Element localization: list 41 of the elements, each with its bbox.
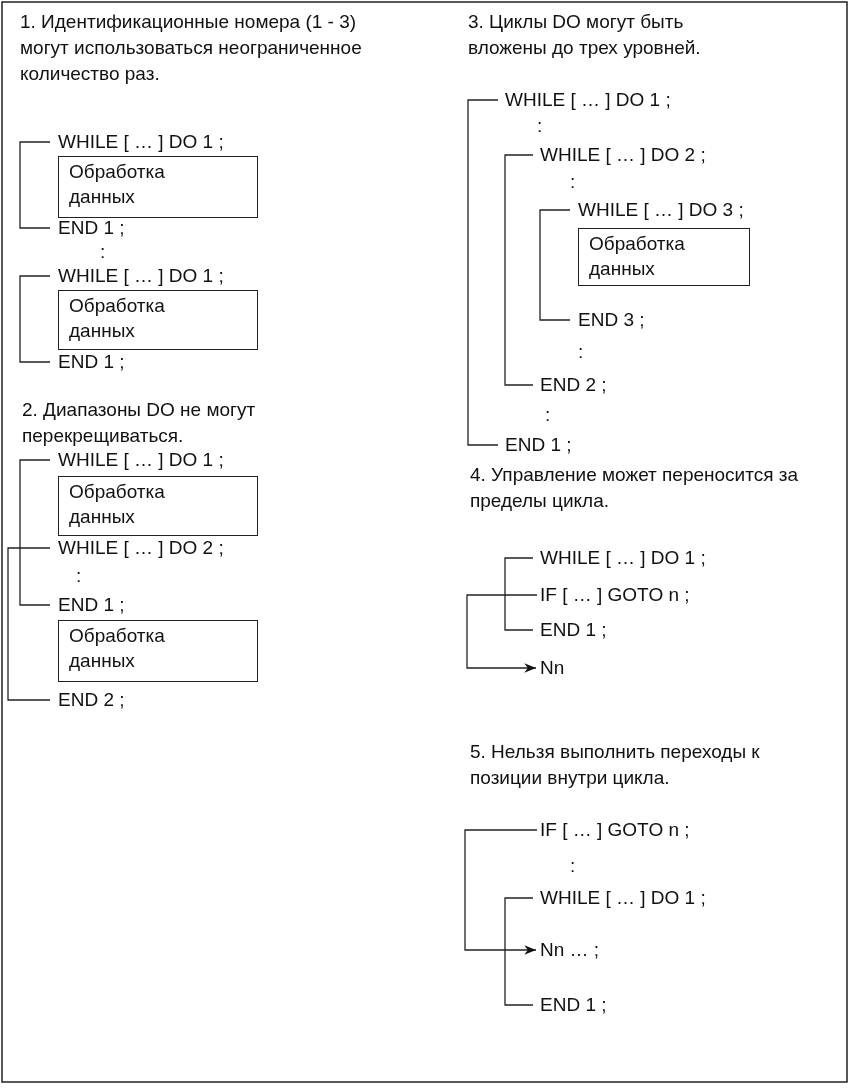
code-line: WHILE [ … ] DO 1 ; xyxy=(58,264,224,288)
code-line: END 2 ; xyxy=(540,373,607,397)
code-line: IF [ … ] GOTO n ; xyxy=(540,582,690,608)
rule-heading: 2. Диапазоны DO не могут перекрещиваться. xyxy=(22,398,257,448)
arrow xyxy=(464,829,538,955)
code-line: END 1 ; xyxy=(58,216,125,240)
code-line: WHILE [ … ] DO 1 ; xyxy=(505,88,671,112)
continuation-colon: : xyxy=(570,854,576,878)
code-line: END 1 ; xyxy=(58,593,125,617)
continuation-colon: : xyxy=(570,170,576,194)
code-line: END 3 ; xyxy=(578,308,645,332)
code-line: END 1 ; xyxy=(58,350,125,374)
rule-heading: 3. Циклы DO могут быть вложены до трех уровней. xyxy=(468,10,702,60)
process-box: Обработка данных xyxy=(58,476,258,536)
continuation-colon: : xyxy=(100,240,106,264)
code-line: END 2 ; xyxy=(58,688,125,712)
code-line: IF [ … ] GOTO n ; xyxy=(540,817,690,843)
rule-heading: 1. Идентификационные номера (1 - 3) могут использоваться неограниченное количество раз. xyxy=(20,10,363,86)
code-line: END 1 ; xyxy=(540,618,607,642)
continuation-colon: : xyxy=(537,114,543,138)
continuation-colon: : xyxy=(545,403,551,427)
code-line: END 1 ; xyxy=(540,993,607,1017)
process-box: Обработка данных xyxy=(58,156,258,218)
process-box: Обработка данных xyxy=(58,620,258,682)
code-line: END 1 ; xyxy=(505,433,572,457)
process-box: Обработка данных xyxy=(58,290,258,350)
code-line: WHILE [ … ] DO 1 ; xyxy=(58,448,224,472)
code-line: WHILE [ … ] DO 1 ; xyxy=(540,886,706,910)
code-line: WHILE [ … ] DO 2 ; xyxy=(540,143,706,167)
code-line: Nn … ; xyxy=(540,937,600,963)
code-line: WHILE [ … ] DO 1 ; xyxy=(58,130,224,154)
process-box: Обработка данных xyxy=(578,228,750,286)
code-line: Nn xyxy=(540,655,565,681)
rule-heading: 4. Управление может переносится за пределы цикла. xyxy=(470,463,800,513)
code-line: WHILE [ … ] DO 2 ; xyxy=(58,536,224,560)
code-line: WHILE [ … ] DO 1 ; xyxy=(540,546,706,570)
arrow xyxy=(466,594,538,673)
code-line: WHILE [ … ] DO 3 ; xyxy=(578,198,744,222)
continuation-colon: : xyxy=(76,564,82,588)
rule-heading: 5. Нельзя выполнить переходы к позиции внутри цикла. xyxy=(470,740,761,790)
continuation-colon: : xyxy=(578,340,584,364)
